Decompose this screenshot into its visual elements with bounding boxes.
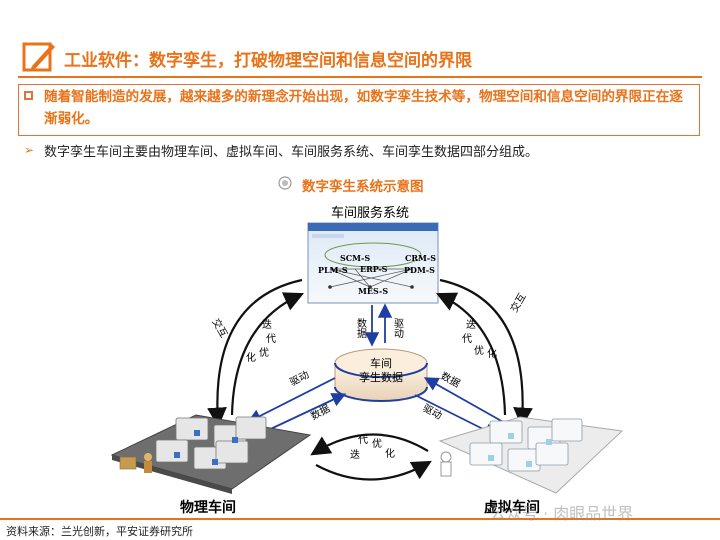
summary-box	[18, 84, 700, 136]
flow-label-top-left: 数据	[355, 317, 367, 339]
bottom-cycle-char-3: 迭	[350, 449, 360, 461]
left-cycle-char-1: 迭	[262, 319, 272, 331]
right-outer-cycle-arrow	[439, 278, 533, 428]
module-scm: SCM-S	[340, 253, 370, 263]
service-system-window: SCM-S CRM-S PLM-S ERP-S PDM-S MES-S	[307, 222, 439, 304]
center-label-line1: 车间	[370, 356, 392, 370]
flow-arrow-to-physical	[246, 377, 336, 423]
footer-divider	[0, 518, 720, 520]
figure-title: 数字孪生系统示意图	[302, 179, 424, 195]
left-cycle-char-2: 代	[266, 333, 276, 345]
physical-workshop-label: 物理车间	[180, 499, 236, 516]
module-plm: PLM-S	[318, 265, 348, 275]
detail-text: 数字孪生车间主要由物理车间、虚拟车间、车间服务系统、车间孪生数据四部分组成。	[44, 145, 539, 160]
module-pdm: PDM-S	[404, 265, 435, 275]
arrow-bullet-icon: ➢	[24, 143, 35, 157]
flow-arrow-from-physical	[261, 393, 347, 434]
right-cycle-char-1: 迭	[466, 319, 476, 331]
left-inner-cycle-arrow	[230, 292, 305, 416]
digital-twin-diagram: 车间服务系统 SCM-S CRM-S PLM-S ERP-S PDM-S MES…	[110, 205, 624, 516]
right-cycle-char-3: 优	[474, 344, 484, 357]
circle-target-icon	[278, 176, 292, 190]
square-bullet-icon	[24, 91, 33, 100]
right-outer-cycle-label: 交互	[507, 291, 528, 315]
right-cycle-char-2: 代	[462, 333, 472, 345]
right-cycle-char-4: 化	[487, 347, 497, 360]
virtual-workshop-label: 虚拟车间	[484, 499, 540, 516]
center-label-line2: 孪生数据	[359, 370, 403, 384]
flow-arrow-from-virtual	[423, 377, 506, 424]
title-divider	[18, 76, 702, 78]
physical-workshop-illustration	[110, 414, 312, 494]
service-system-label: 车间服务系统	[331, 205, 409, 221]
footer-band	[0, 518, 720, 540]
left-cycle-char-3: 优	[259, 346, 269, 359]
page-title: 工业软件：数字孪生，打破物理空间和信息空间的界限	[64, 51, 472, 71]
source-text: 资料来源：兰光创新，平安证券研究所	[6, 525, 193, 538]
module-mes: MES-S	[358, 286, 388, 296]
module-crm: CRM-S	[405, 253, 436, 263]
twin-data-cylinder: 车间 孪生数据	[334, 348, 428, 402]
bottom-cycle-char-4: 化	[385, 447, 395, 460]
summary-text: 随着智能制造的发展，越来越多的新理念开始出现，如数字孪生技术等，物理空间和信息空…	[44, 89, 683, 127]
virtual-workshop-illustration	[438, 416, 624, 494]
left-outer-cycle-arrow	[207, 278, 303, 428]
left-cycle-char-4: 化	[246, 351, 256, 364]
module-erp: ERP-S	[360, 264, 388, 274]
flow-label-left-upper: 驱动	[288, 369, 311, 389]
watermark-text: 公众号 · 肉眼品世界	[490, 504, 634, 523]
bottom-cycle-arrow-left	[310, 433, 429, 456]
right-inner-cycle-arrow	[436, 292, 507, 416]
bottom-cycle-arrow-right	[315, 460, 432, 481]
bottom-cycle-char-2: 优	[372, 437, 382, 450]
left-outer-cycle-label: 交互	[209, 316, 230, 340]
flow-label-top-right: 驱动	[392, 318, 404, 339]
pencil-checkbox-icon	[22, 42, 55, 72]
flow-label-right-lower: 驱动	[421, 402, 444, 422]
bottom-cycle-char-1: 代	[358, 434, 368, 446]
